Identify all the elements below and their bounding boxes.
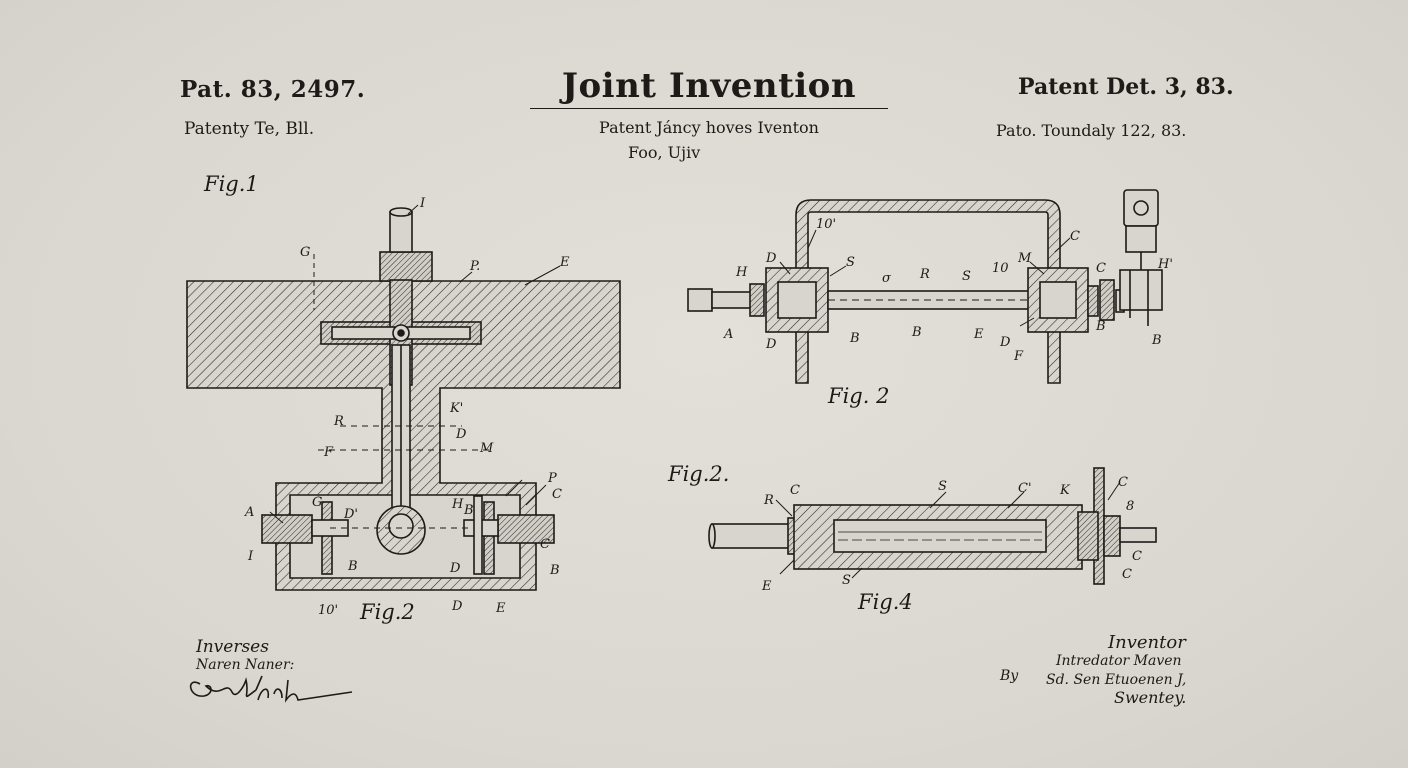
- fig4-ref-letter: C: [1132, 549, 1142, 564]
- fig1-ref-letter: 10': [318, 603, 338, 618]
- fig1-ref-letter: K': [449, 401, 463, 416]
- title-underline: [530, 108, 888, 109]
- fig1-ref-letter: D: [451, 599, 463, 614]
- inventor-by-label: By: [1000, 668, 1019, 684]
- fig1-ref-letter: D: [455, 427, 467, 442]
- fig1-ref-letter: P: [547, 471, 557, 486]
- patent-subline-right: Pato. Toundaly 122, 83.: [996, 121, 1187, 140]
- fig4-ref-letter: R: [763, 493, 774, 508]
- fig2-top-ref-letter: C: [1070, 229, 1080, 244]
- patent-date-right: Patent Det. 3, 83.: [1018, 74, 1234, 100]
- fig1-reference-letters: I G P. E R K' D F M A I G D' B H B D C B…: [244, 196, 570, 618]
- fig2-top-ref-letter: B: [849, 331, 860, 346]
- fig2-top-ref-letter: S: [962, 269, 971, 284]
- inventor-name: Intredator Maven: [1056, 653, 1182, 669]
- fig2-top-ref-letter: E: [973, 327, 984, 342]
- fig4-reference-letters: R C S C' K C 8 E S C C: [761, 475, 1142, 594]
- patent-number-left: Pat. 83, 2497.: [180, 76, 366, 103]
- fig4-ref-letter: 8: [1126, 499, 1134, 514]
- fig4-drawing: [708, 467, 1157, 585]
- fig1-ref-letter: M: [479, 441, 494, 456]
- fig2-top-ref-letter: M: [1017, 251, 1032, 266]
- fig1-ref-letter: D': [343, 507, 358, 522]
- page-subtitle-secondary: Foo, Ujiv: [628, 143, 701, 162]
- page-subtitle: Patent Jáncy hoves Iventon: [599, 118, 819, 137]
- fig4-ref-letter: C: [790, 483, 800, 498]
- fig2-top-ref-letter: S: [846, 255, 855, 270]
- fig2-top-ref-letter: σ: [882, 271, 892, 286]
- fig4-ref-letter: E: [761, 579, 772, 594]
- fig2-mid-label: Fig.2.: [668, 462, 730, 486]
- fig2-top-ref-letter: H': [1157, 257, 1173, 272]
- patent-subline-left: Patenty Te, Bll.: [184, 119, 315, 139]
- fig4-ref-letter: S: [842, 573, 851, 588]
- page-title: Joint Invention: [561, 66, 857, 106]
- fig1-label: Fig.1: [204, 172, 259, 196]
- fig1-ref-letter: C: [552, 487, 562, 502]
- fig4-ref-letter: C': [1018, 481, 1032, 496]
- fig4-ref-letter: C: [1122, 567, 1132, 582]
- fig2-top-ref-letter: B: [911, 325, 922, 340]
- fig2-top-ref-letter: F: [1013, 349, 1024, 364]
- fig2-top-label: Fig. 2: [828, 384, 890, 408]
- fig1-ref-letter: R: [333, 414, 344, 429]
- fig2-top-ref-letter: D: [999, 335, 1011, 350]
- fig1-ref-letter: G: [312, 495, 322, 510]
- fig1-ref-letter: B: [463, 503, 474, 518]
- fig1-ref-letter: G: [300, 245, 310, 260]
- fig2-bottom-label: Fig.2: [360, 600, 415, 624]
- fig4-ref-letter: C: [1118, 475, 1128, 490]
- inventor-heading: Inventor: [1108, 632, 1186, 653]
- fig2-top-reference-letters: 10' D S H A D B σ R S B E D 10 M C C H' …: [723, 217, 1173, 364]
- fig2-top-ref-letter: B: [1095, 319, 1106, 334]
- fig4-label: Fig.4: [858, 590, 913, 614]
- fig2-top-ref-letter: B: [1151, 333, 1162, 348]
- fig2-top-ref-letter: H: [735, 265, 748, 280]
- fig1-ref-letter: E: [559, 255, 570, 270]
- fig1-ref-letter: I: [247, 549, 254, 564]
- fig2-top-ref-letter: D: [765, 337, 777, 352]
- fig1-ref-letter: E: [495, 601, 506, 616]
- fig2-top-ref-letter: R: [919, 267, 930, 282]
- fig4-ref-letter: K: [1059, 483, 1071, 498]
- fig4-ref-letter: S: [938, 479, 947, 494]
- fig1-ref-letter: B: [347, 559, 358, 574]
- fig1-ref-letter: D: [449, 561, 461, 576]
- witnesses-heading: Inverses: [196, 637, 269, 657]
- fig1-ref-letter: F: [323, 445, 334, 460]
- inventor-by: Sd. Sen Etuoenen J,: [1046, 672, 1187, 688]
- fig1-drawing: [186, 204, 621, 591]
- fig1-ref-letter: I: [419, 196, 426, 211]
- fig2-top-ref-letter: 10': [816, 217, 836, 232]
- fig1-ref-letter: C: [540, 537, 550, 552]
- inventor-attorney: Swentey.: [1114, 688, 1187, 707]
- fig1-ref-letter: B: [549, 563, 560, 578]
- fig2-top-ref-letter: A: [723, 327, 733, 342]
- witness-signature: [189, 675, 353, 703]
- fig2-top-drawing: [687, 189, 1163, 384]
- fig2-top-ref-letter: C: [1096, 261, 1106, 276]
- fig1-ref-letter: P.: [469, 259, 480, 274]
- fig1-ref-letter: A: [244, 505, 254, 520]
- fig2-top-ref-letter: 10: [992, 261, 1009, 276]
- fig2-top-ref-letter: D: [765, 251, 777, 266]
- witness-name: Naren Naner:: [196, 657, 295, 673]
- fig1-ref-letter: H: [451, 497, 464, 512]
